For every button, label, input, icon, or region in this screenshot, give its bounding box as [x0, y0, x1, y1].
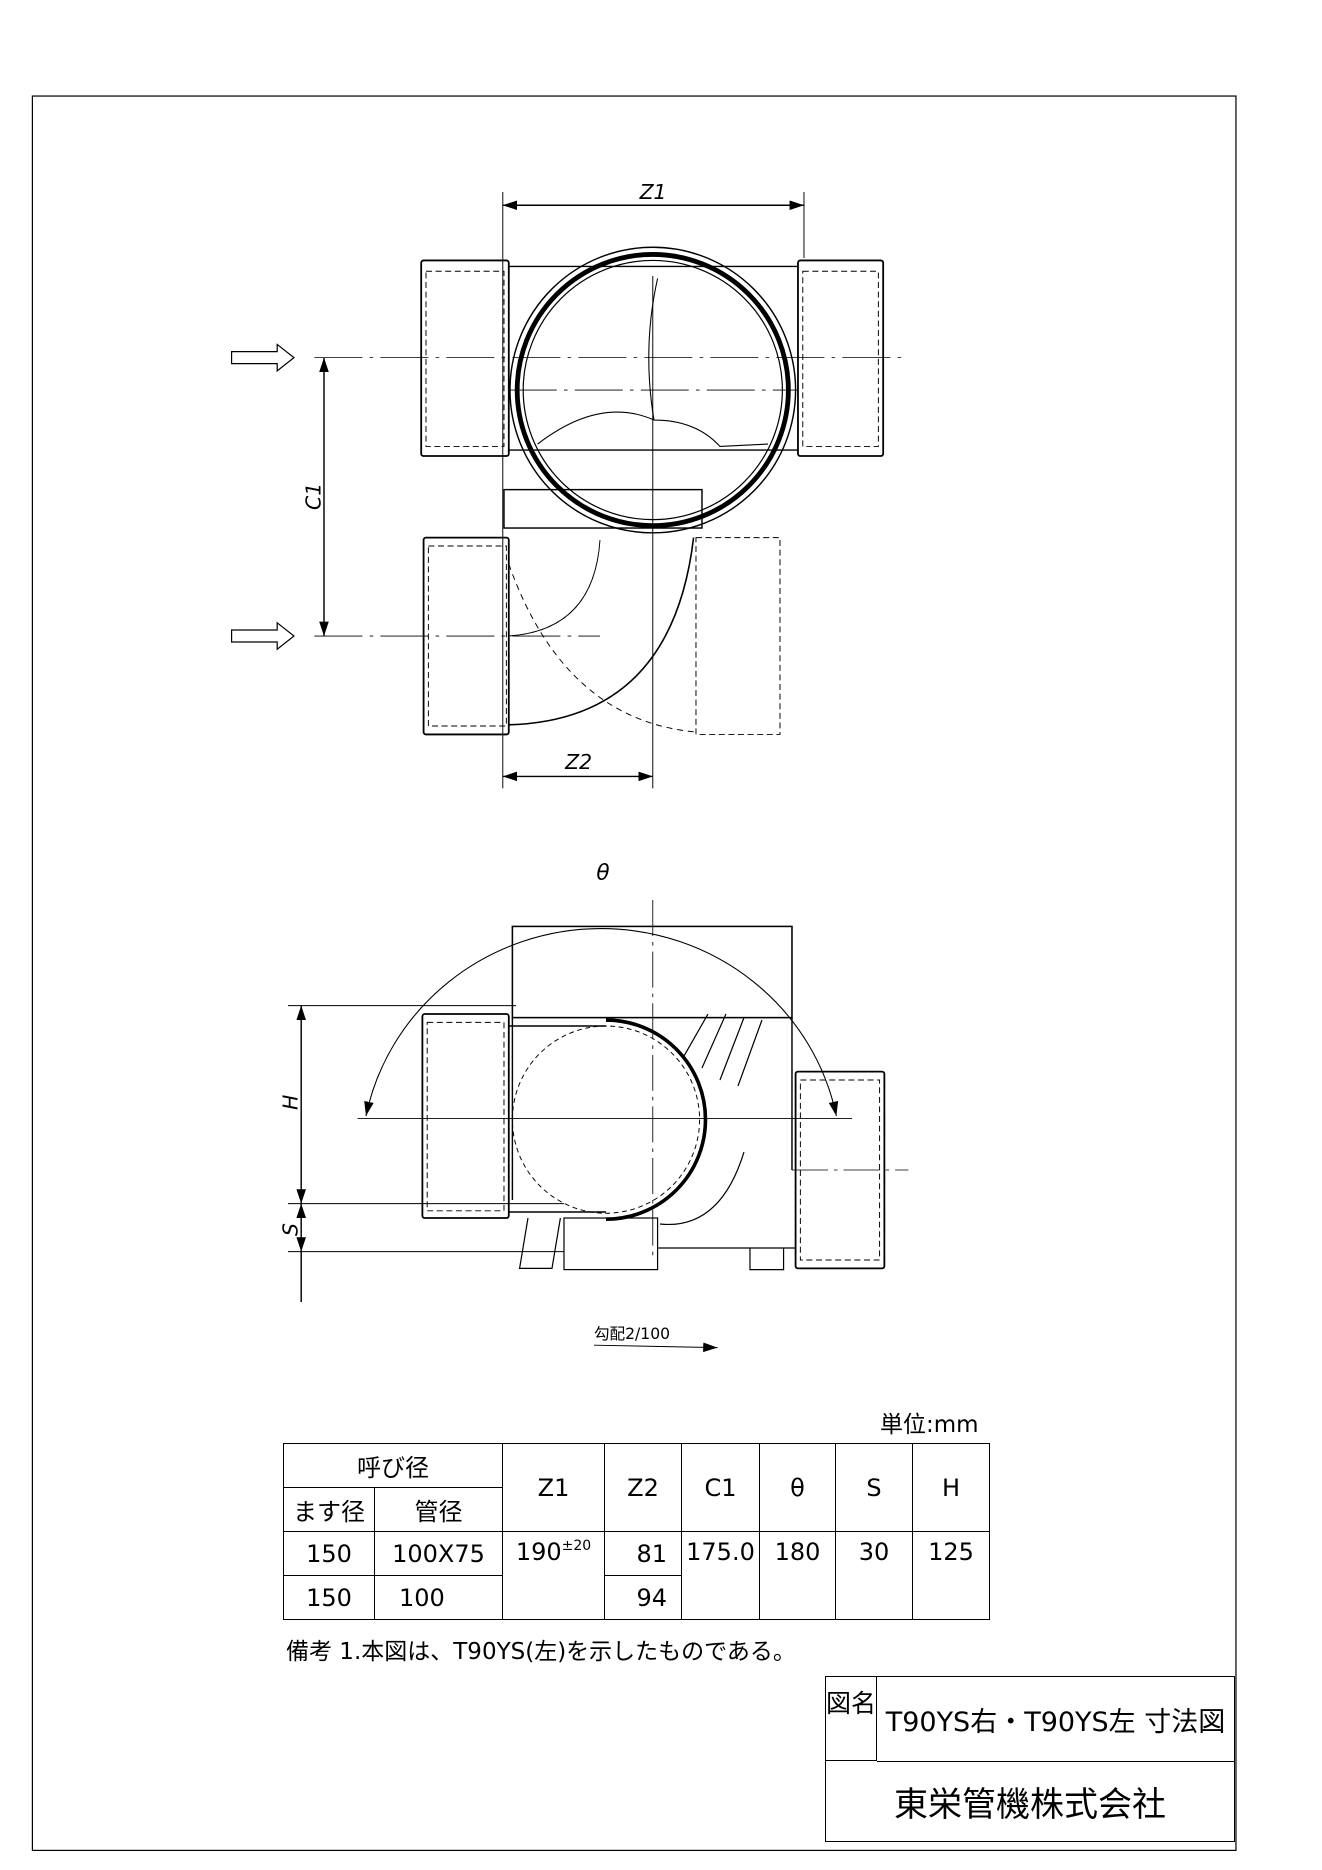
c1-label: C1	[301, 483, 325, 510]
slope-arrow	[593, 1342, 718, 1353]
header-pipe-dia: 管径	[374, 1487, 503, 1532]
z1-label: Z1	[639, 180, 667, 204]
cell-basin-dia: 150	[283, 1531, 375, 1576]
header-nominal: 呼び径	[283, 1443, 503, 1488]
z1-value: 190	[515, 1538, 562, 1566]
sheet-border	[31, 95, 1237, 1851]
unit-label: 単位:mm	[880, 1412, 979, 1438]
top-view: Z1 Z2 C1	[230, 180, 903, 789]
drawing-name: T90YS右・T90YS左 寸法図	[877, 1677, 1234, 1762]
slope-label: 勾配2/100	[594, 1325, 670, 1343]
company-name: 東栄管機株式会社	[894, 1784, 1166, 1825]
cell-pipe-dia: 100X75	[374, 1531, 503, 1576]
header-c1: C1	[681, 1443, 760, 1532]
title-block-label: 図名	[826, 1677, 877, 1761]
table-row: 150 100X75 190±20 81 175.0 180 30 125	[283, 1531, 990, 1620]
h-label: H	[279, 1095, 303, 1110]
cell-z2: 81	[604, 1531, 682, 1576]
flow-arrow-icon	[230, 343, 295, 373]
cell-z2: 94	[604, 1575, 682, 1620]
z1-tolerance: ±20	[561, 1538, 592, 1554]
header-s: S	[835, 1443, 913, 1532]
side-view: θ H S 勾配2/100	[279, 861, 909, 1353]
cell-s: 30	[835, 1531, 913, 1620]
cell-theta: 180	[759, 1531, 836, 1620]
cell-z1: 190±20	[502, 1531, 605, 1620]
dimension-table: 呼び径 Z1 Z2 C1 θ S H ます径 管径 150 100X75 190…	[283, 1443, 990, 1620]
theta-label: θ	[596, 861, 609, 886]
header-basin-dia: ます径	[283, 1487, 375, 1532]
flow-arrow-icon	[230, 621, 295, 651]
cell-c1: 175.0	[681, 1531, 760, 1620]
header-h: H	[912, 1443, 990, 1532]
header-z2: Z2	[604, 1443, 682, 1532]
header-theta: θ	[759, 1443, 836, 1532]
s-label: S	[279, 1223, 303, 1236]
header-z1: Z1	[502, 1443, 605, 1532]
table-row: 150 100 94	[283, 1575, 990, 1620]
cell-basin-dia: 150	[283, 1575, 375, 1620]
cell-h: 125	[912, 1531, 990, 1620]
remarks-note: 備考 1.本図は、T90YS(左)を示したものである。	[286, 1639, 796, 1665]
title-block: 図名 T90YS右・T90YS左 寸法図 東栄管機株式会社	[825, 1676, 1235, 1842]
theta-arc	[364, 928, 839, 1117]
z2-label: Z2	[564, 750, 592, 774]
cell-pipe-dia: 100	[374, 1575, 503, 1620]
